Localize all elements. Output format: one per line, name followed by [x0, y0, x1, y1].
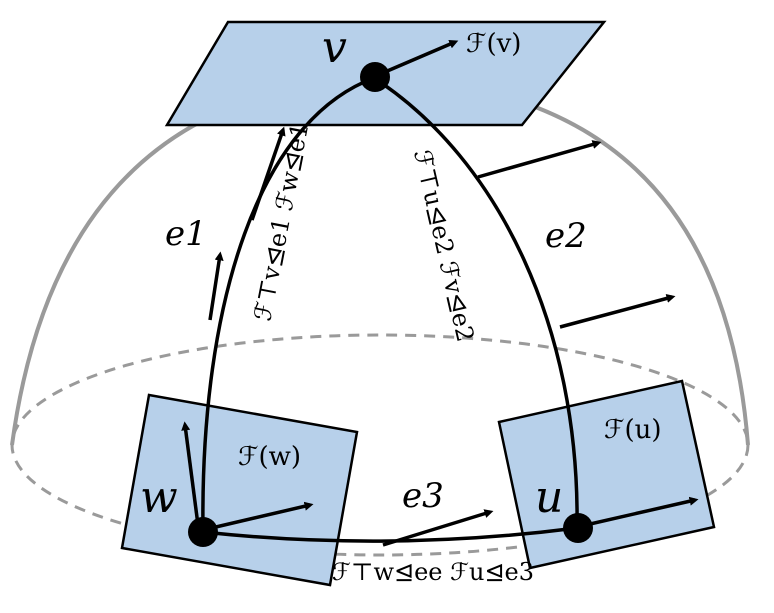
- arrow-e1-lower: [208, 251, 224, 321]
- node-v-dot: [360, 62, 390, 92]
- node-label-v: v: [322, 22, 347, 73]
- stalk-label-w: ℱ(w): [238, 442, 301, 472]
- arrow-e2-lower: [559, 294, 676, 329]
- node-label-w: w: [140, 472, 178, 523]
- tangent-plane-w: [120, 393, 359, 587]
- arrow-u-right: [576, 496, 699, 529]
- edge-label-e2: e2: [545, 216, 587, 256]
- map-label-e2: ℱ⊤u⊴e2 ℱv⊴e2: [408, 147, 479, 344]
- node-u-dot: [563, 513, 593, 543]
- stalk-label-v: ℱ(v): [466, 29, 521, 59]
- edge-e2-curve: [373, 76, 579, 529]
- stalk-label-u: ℱ(u): [604, 415, 661, 445]
- vector-arrows: [181, 39, 699, 547]
- map-label-e1: ℱ⊤v⊴e1 ℱw⊴e1: [248, 120, 314, 323]
- arrow-v-tangent: [377, 39, 459, 77]
- arrow-w-right: [202, 501, 314, 532]
- node-w-dot: [188, 517, 218, 547]
- map-label-e3: ℱ⊤w⊴ee ℱu⊴e3: [332, 558, 534, 586]
- edge-e1-curve: [201, 76, 375, 533]
- tangent-plane-u: [497, 379, 716, 570]
- arrow-e3: [382, 509, 494, 547]
- arrow-e1-upper: [250, 126, 286, 221]
- edge-label-e3: e3: [402, 476, 444, 516]
- edge-label-e1: e1: [165, 214, 207, 254]
- arrow-e2-upper: [477, 140, 602, 179]
- node-label-u: u: [535, 472, 563, 523]
- edge-e3-curve: [202, 526, 578, 543]
- equator-dashed: [10, 333, 750, 557]
- arrow-w-up: [181, 421, 200, 526]
